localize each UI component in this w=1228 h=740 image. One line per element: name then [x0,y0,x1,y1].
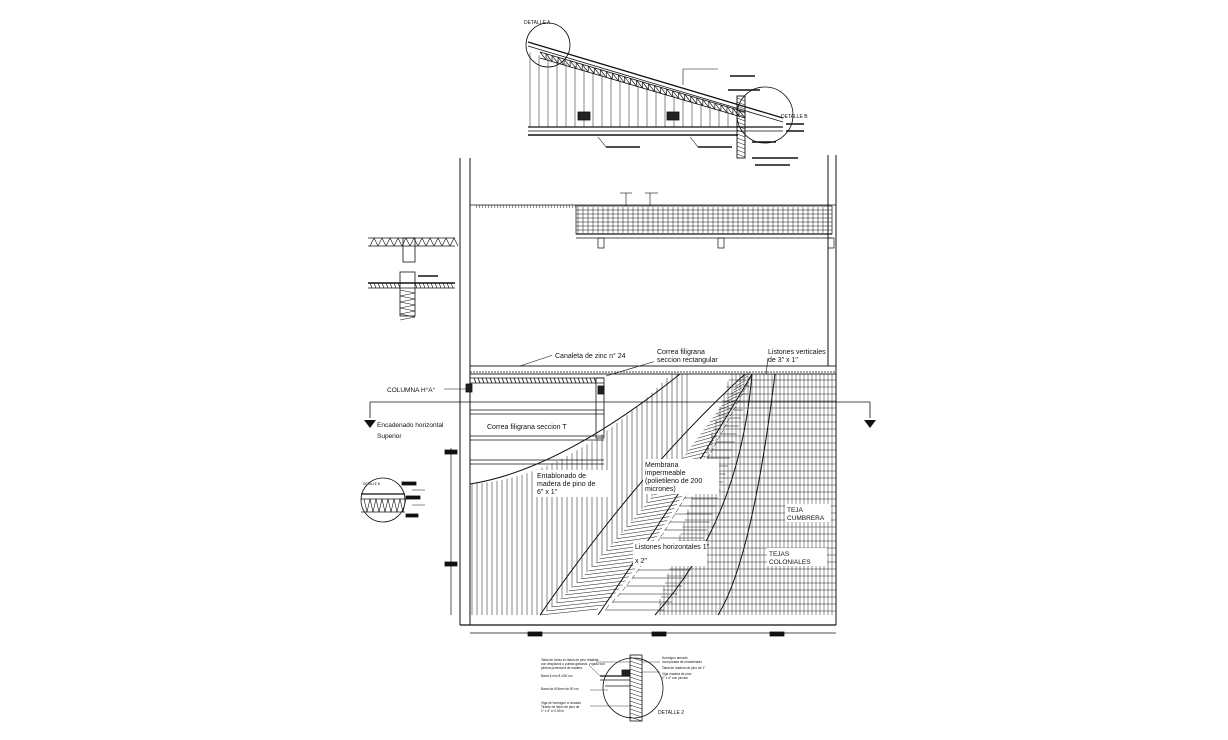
listones-vert-label-1: Listones verticales [768,349,826,356]
detalle-2 [589,654,664,722]
encadenado-label-1: Encadenado horizontal [377,422,444,429]
canaleta-label: Canaleta de zinc n° 24 [555,352,626,360]
d2-note-1: Tabla de fondo en listón de pino rebatid… [541,658,599,662]
entablonado-label-2: madera de pino de [537,481,595,488]
detalle-b-small-label: DETALLE B [363,482,380,486]
correa-t-label: Correa filigrana seccion T [487,424,567,431]
d2-note-10: Incorporada de encadenado [662,660,702,664]
column-detail-left [368,237,459,321]
detalle-a-label: DETALLE A [524,20,551,26]
membrana-label-1: Membrana [645,462,679,469]
d2-note-8: 1" x 4" c/ 0.50 m [541,709,565,713]
detalle-2-notes: Tabla de fondo en listón de pino rebatid… [541,656,705,713]
membrana-label-2: impermeable [645,470,686,477]
d2-note-12: Viga madera de pino [662,672,692,676]
detalle-a-marker [525,22,571,68]
teja-cumbrera-label-2: CUMBRERA [787,515,825,522]
membrana-label-4: micrones) [645,486,676,493]
listones-horiz-label-1: Listones horizontales 1" [635,544,710,551]
encadenado-label-2: Superior [377,433,402,440]
correa-rect-label-1: Correa filigrana [657,349,705,356]
d2-note-4: Barra 6 mm 8 c/30 cm [541,674,573,678]
d2-note-3: pintura protectora de madera [541,666,582,670]
d2-note-11: Tabla de madera de pino de 1" [662,666,705,670]
teja-colonial-label-2: COLONIALES [769,559,811,566]
correa-rect-label-2: seccion rectangular [657,357,718,364]
columna-label: COLUMNA H°A° [387,386,436,394]
teja-cumbrera-label-1: TEJA [787,507,804,514]
entablonado-label-1: Entablonado de [537,473,586,480]
listones-horiz-label-2: x 2" [635,558,647,565]
detalle-b-label: DETALLE B [781,114,808,120]
detalle-b-marker [736,86,794,144]
d2-note-2: con desplazos o puntas galvaniz. y lijad… [541,662,605,666]
entablonado-label-3: 6" x 1" [537,489,558,496]
roof-plan [364,354,876,637]
detalle-b-small [360,477,425,523]
membrana-label-3: (polietileno de 200 [645,478,702,485]
detalle-2-label: DETALLE 2 [658,710,684,716]
d2-note-13: 2" x 4" con pernos [662,676,688,680]
d2-note-9: Hormigon armado [662,656,688,660]
d2-note-6: Viga de hormigon c/ armado [541,701,581,705]
roof-section-elevation [525,22,804,166]
listones-vert-label-2: de 3" x 1" [768,357,798,364]
plan-labels: Canaleta de zinc n° 24 Correa filigrana … [377,346,831,566]
d2-note-7: Tirante de listón de pino de [541,705,580,709]
teja-colonial-label-1: TEJAS [769,551,790,558]
wall-elevation-frame [459,155,837,626]
d2-note-5: Barra de Ø 8mm de 50 cm [541,687,579,691]
